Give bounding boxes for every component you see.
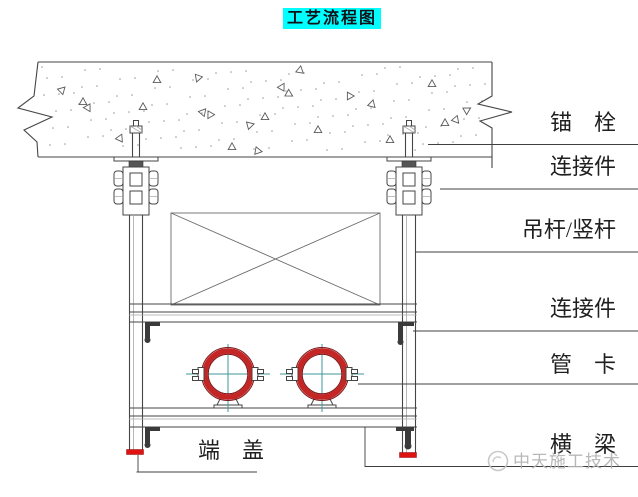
anchor-bolt-left [113,120,159,169]
anchor-bolt-right [386,120,432,169]
connector-block-right [386,166,432,216]
concrete-stipple [41,64,486,155]
diagram-title: 工艺流程图 [283,8,382,30]
duct [170,212,381,306]
beam-connector-upper-right [397,322,414,345]
beam-connector-lower-left [144,427,160,448]
label-hanger-rod: 吊杆/竖杆 [521,217,616,242]
break-line-right [476,62,513,168]
label-cross-beam: 横 梁 [549,432,616,457]
hanger-rod-left [128,215,144,450]
leader-lines [136,144,638,473]
clamp-bolt-right [251,367,264,381]
watermark-text: 中天施工技术 [513,451,621,471]
end-cap-right [399,452,417,458]
leader-end-cap [136,455,257,473]
watermark-logo-icon [487,450,509,472]
clamp-bolt-right [345,367,358,381]
end-cap-left [126,449,144,455]
beam-connector-upper-left [144,322,160,343]
clamp-bolt-left [192,367,205,381]
label-end-cap: 端 盖 [197,438,264,463]
beam-connector-lower-right [396,427,414,450]
pipe-right [280,344,364,412]
concrete-slab [16,61,513,168]
upper-cross-beam [129,303,417,323]
watermark: 中天施工技术 [486,449,621,473]
connector-block-left [113,166,159,216]
clamp-bolt-left [286,367,299,381]
break-line-left [16,61,54,158]
label-pipe-clamp: 管 卡 [549,352,616,377]
leader-cross-beam [364,427,638,467]
label-anchor-bolt: 锚 栓 [549,110,616,135]
hanger-rod-right [401,215,417,453]
pipe-left [186,344,270,412]
label-connector-top: 连接件 [549,154,616,179]
lower-cross-beam [129,407,417,428]
label-connector-mid: 连接件 [549,296,616,321]
